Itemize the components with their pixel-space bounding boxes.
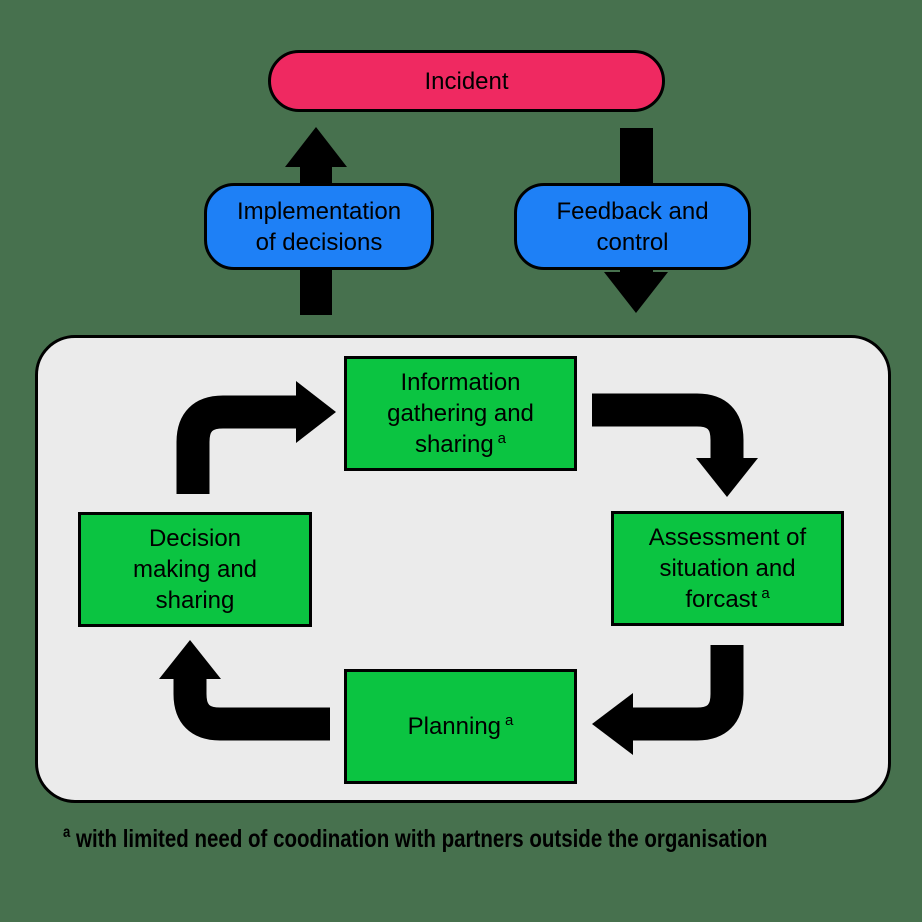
- decision-making-node: Decision making and sharing: [78, 512, 312, 627]
- feedback-and-control-node: Feedback and control: [514, 183, 751, 270]
- arrow-decision-to-information-icon: [176, 381, 336, 494]
- arrow-information-to-assessment-icon: [592, 393, 758, 497]
- footnote-marker: a: [505, 712, 514, 729]
- decision-making-label: Decision making and sharing: [132, 525, 258, 614]
- footnote-text: with limited need of coodination with pa…: [76, 825, 768, 853]
- implementation-of-decisions-node: Implementation of decisions: [204, 183, 434, 270]
- arrow-assessment-to-planning-icon: [592, 645, 744, 755]
- arrow-planning-to-decision-icon: [159, 640, 330, 741]
- feedback-label: Feedback and control: [556, 197, 709, 256]
- implementation-label: Implementation of decisions: [236, 197, 402, 256]
- footnote-marker: a: [63, 824, 71, 841]
- footnote-marker: a: [497, 430, 507, 447]
- incident-node: Incident: [268, 50, 665, 112]
- footnote: a with limited need of coodination with p…: [63, 824, 767, 854]
- footnote-marker: a: [761, 585, 770, 602]
- incident-label: Incident: [424, 67, 509, 95]
